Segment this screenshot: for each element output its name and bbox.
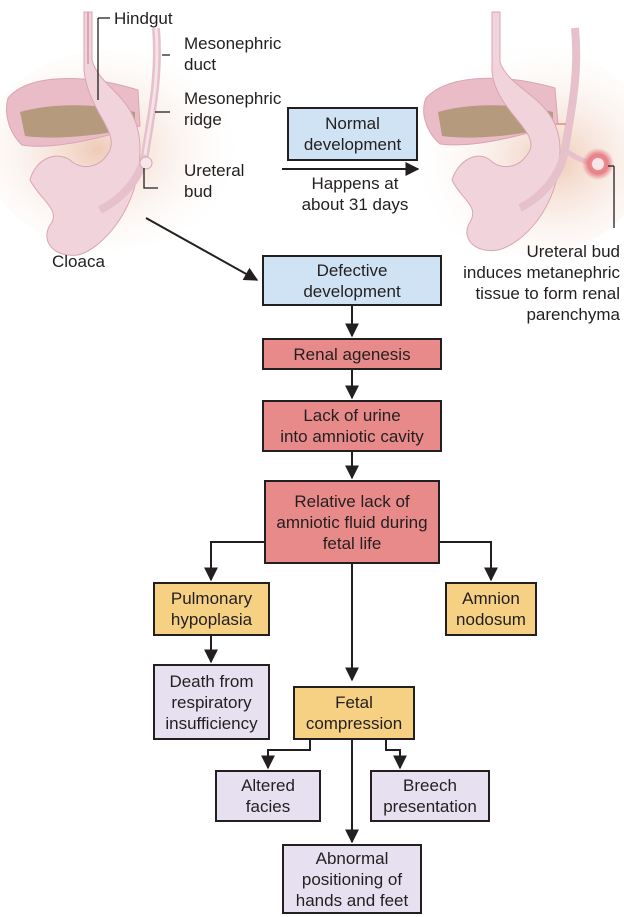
arrow-to-altered-facies xyxy=(268,740,310,768)
box-abnormal-positioning: Abnormal positioning of hands and feet xyxy=(282,844,422,914)
box-normal-development: Normal development xyxy=(287,107,418,161)
label-happens-at: Happens at about 31 days xyxy=(280,173,430,215)
label-ureteral-bud: Ureteral bud xyxy=(184,160,244,202)
box-death-respiratory-insufficiency: Death from respiratory insufficiency xyxy=(153,664,270,740)
arrow-to-pulmonary xyxy=(211,542,264,580)
label-cloaca: Cloaca xyxy=(52,251,105,272)
box-breech-presentation: Breech presentation xyxy=(370,770,490,822)
box-renal-agenesis: Renal agenesis xyxy=(262,338,442,370)
box-fetal-compression: Fetal compression xyxy=(293,686,415,740)
box-defective-development: Defective development xyxy=(262,255,442,306)
embryo-illustration-right xyxy=(410,12,624,255)
label-ureteral-bud-induces: Ureteral bud induces metanephric tissue … xyxy=(440,241,620,325)
arrow-to-breech xyxy=(386,740,400,768)
label-mesonephric-ridge: Mesonephric ridge xyxy=(184,88,281,130)
box-pulmonary-hypoplasia: Pulmonary hypoplasia xyxy=(153,582,270,636)
box-relative-lack-amniotic-fluid: Relative lack of amniotic fluid during f… xyxy=(264,480,440,564)
box-lack-of-urine: Lack of urine into amniotic cavity xyxy=(262,400,442,452)
box-altered-facies: Altered facies xyxy=(215,770,321,822)
label-hindgut: Hindgut xyxy=(114,8,173,29)
arrow-to-amnion xyxy=(440,542,491,580)
label-mesonephric-duct: Mesonephric duct xyxy=(184,33,281,75)
arrow-to-defective xyxy=(146,218,257,280)
box-amnion-nodosum: Amnion nodosum xyxy=(445,582,537,636)
